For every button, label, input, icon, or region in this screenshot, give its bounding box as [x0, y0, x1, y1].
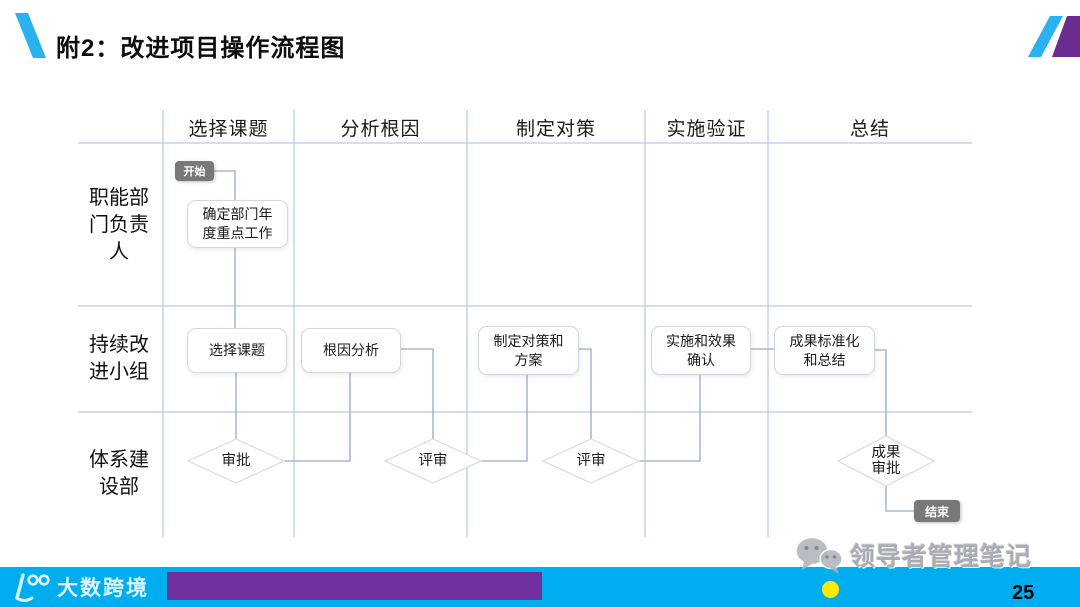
header-decoration: [15, 13, 1080, 58]
swimlane-grid: [78, 110, 972, 537]
brand-logo: 大数跨境: [10, 570, 149, 604]
column-header-countermeasure: 制定对策: [515, 118, 596, 140]
diamond-label-review-1: 评审: [418, 453, 448, 469]
result-approval-diamond-shape: [836, 435, 936, 487]
approval-diamond-shape: [186, 438, 286, 484]
process-box-countermeasure-plan: 制定对策和方案: [478, 326, 579, 375]
footer-purple-bar: [167, 572, 542, 600]
process-box-implement-confirm: 实施和效果确认: [651, 326, 751, 375]
corner-slash-icon: [1028, 16, 1063, 57]
watermark: 领导者管理笔记: [792, 533, 1032, 577]
process-box-annual-key-work: 确定部门年度重点工作: [187, 200, 288, 248]
page-title: 附2：改进项目操作流程图: [56, 35, 346, 62]
row-label-system-dept: 体系建设部: [89, 449, 149, 498]
review1-diamond-shape: [383, 438, 483, 484]
row-label-improvement-team: 持续改进小组: [89, 334, 149, 383]
process-box-select-topic: 选择课题: [187, 328, 287, 373]
watermark-text: 领导者管理笔记: [850, 543, 1033, 571]
diamond-label-result-approval: 成果审批: [871, 445, 901, 477]
yellow-dot: [822, 581, 839, 598]
diamond-label-approval: 审批: [221, 453, 251, 469]
brand-logo-icon: [15, 573, 50, 602]
review2-diamond-shape: [541, 438, 641, 484]
brand-name: 大数跨境: [57, 577, 149, 600]
process-box-standardize-summarize: 成果标准化和总结: [774, 326, 875, 375]
diamond-label-review-2: 评审: [576, 453, 606, 469]
wechat-icon: [795, 536, 843, 574]
title-slash-icon: [15, 13, 46, 58]
end-badge: 结束: [914, 500, 960, 522]
column-header-select-topic: 选择课题: [188, 118, 269, 140]
row-label-dept-head: 职能部门负责人: [89, 186, 149, 263]
start-badge: 开始: [175, 161, 214, 181]
flow-connectors: [213, 170, 914, 512]
column-header-implement: 实施验证: [666, 118, 747, 140]
corner-triangle-icon: [1052, 16, 1080, 57]
column-header-summary: 总结: [849, 118, 890, 140]
decision-diamond-shapes: [186, 435, 936, 487]
page-number: 25: [1012, 582, 1035, 604]
column-header-root-cause: 分析根因: [340, 118, 421, 140]
process-box-root-cause-analysis: 根因分析: [301, 328, 401, 373]
